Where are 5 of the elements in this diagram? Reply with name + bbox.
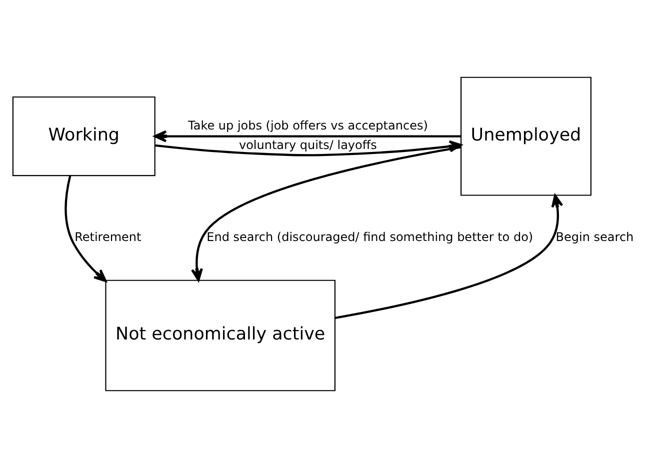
edge-label: Take up jobs (job offers vs acceptances) [188,118,428,133]
edge-label: Retirement [74,230,142,244]
edge-label: voluntary quits/ layoffs [238,138,377,152]
edge-label: Begin search [556,230,634,244]
edge-label: End search (discouraged/ find something better to do) [206,230,534,244]
